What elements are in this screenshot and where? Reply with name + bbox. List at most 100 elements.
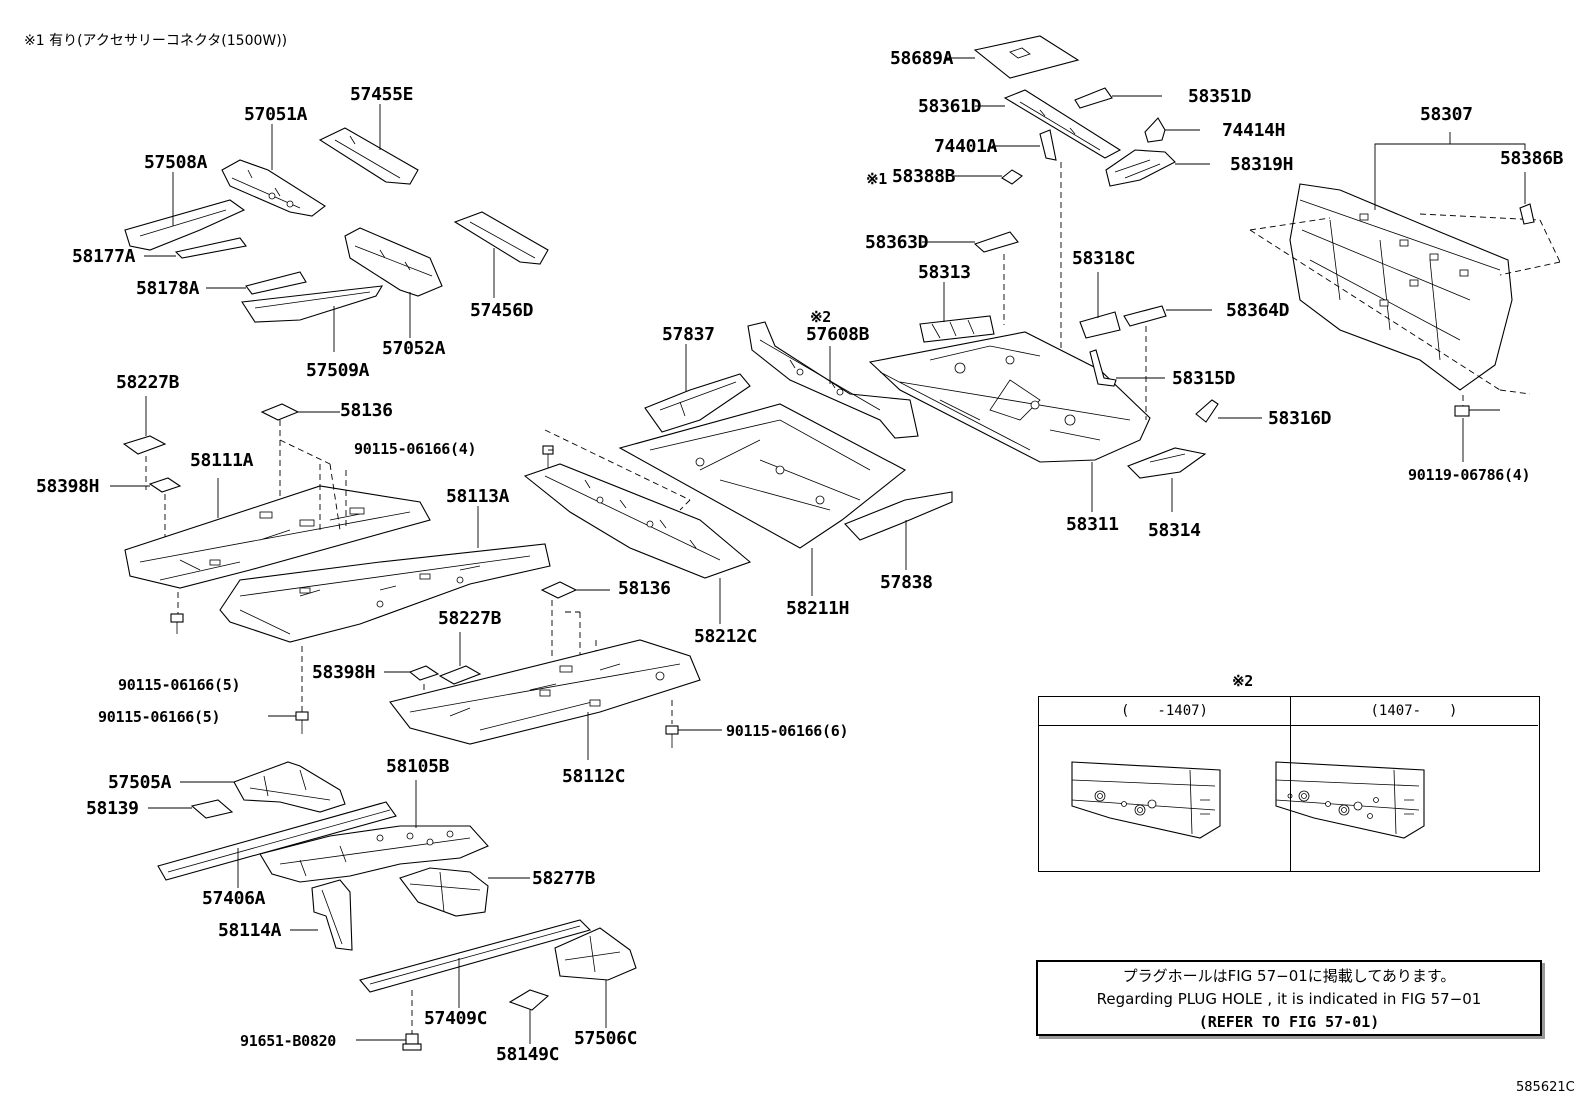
part-57837 — [644, 344, 751, 433]
label-58177A[interactable]: 58177A — [72, 246, 136, 267]
part-58311-floor-rear — [868, 331, 1151, 512]
label-57406A[interactable]: 57406A — [202, 888, 266, 909]
part-57455E — [318, 104, 419, 185]
label-58277B[interactable]: 58277B — [532, 868, 596, 889]
label-57456D[interactable]: 57456D — [470, 300, 534, 321]
part-58149C — [508, 989, 550, 1044]
label-58313[interactable]: 58313 — [918, 262, 971, 283]
part-58211H — [618, 403, 907, 596]
label-57052A[interactable]: 57052A — [382, 338, 446, 359]
part-58307-rear-panel — [1249, 132, 1561, 410]
label-58398H-b[interactable]: 58398H — [312, 662, 376, 683]
label-74414H[interactable]: 74414H — [1222, 120, 1286, 141]
label-57838[interactable]: 57838 — [880, 572, 933, 593]
part-57409C — [359, 919, 592, 1034]
variant-inset-box: ( -1407) (1407- ) — [1038, 696, 1540, 872]
label-58315D[interactable]: 58315D — [1172, 368, 1236, 389]
label-57608B[interactable]: 57608B — [806, 324, 870, 345]
part-58386B-clip — [1519, 172, 1535, 225]
part-58227B-a — [122, 396, 167, 490]
label-58311[interactable]: 58311 — [1066, 514, 1119, 535]
label-74401A[interactable]: 74401A — [934, 136, 998, 157]
part-58136-a — [260, 403, 340, 421]
mark-2: ※2 — [810, 308, 831, 326]
label-58386B[interactable]: 58386B — [1500, 148, 1564, 169]
label-58388B[interactable]: 58388B — [892, 166, 956, 187]
part-90115-bolt-4 — [542, 445, 554, 468]
label-58149C[interactable]: 58149C — [496, 1044, 560, 1065]
part-57838 — [844, 491, 953, 570]
part-90115-bolt-6 — [665, 700, 722, 748]
part-57508A — [124, 172, 246, 251]
part-57509A — [241, 285, 384, 352]
label-58211H[interactable]: 58211H — [786, 598, 850, 619]
part-58177A — [144, 237, 247, 259]
label-91651-B0820[interactable]: 91651-B0820 — [240, 1032, 337, 1050]
label-90115-06166-5b[interactable]: 90115-06166(5) — [98, 708, 221, 726]
label-57455E[interactable]: 57455E — [350, 84, 414, 105]
label-58314[interactable]: 58314 — [1148, 520, 1201, 541]
part-58114A — [290, 879, 353, 951]
label-57051A[interactable]: 57051A — [244, 104, 308, 125]
label-58212C[interactable]: 58212C — [694, 626, 758, 647]
reference-line-japanese: プラグホールはFIG 57−01に掲載してあります。 — [1122, 967, 1456, 985]
label-58398H-a[interactable]: 58398H — [36, 476, 100, 497]
part-58689A — [945, 35, 1080, 79]
label-58114A[interactable]: 58114A — [218, 920, 282, 941]
part-74414H — [1144, 117, 1200, 143]
label-57505A[interactable]: 57505A — [108, 772, 172, 793]
part-58111A-floor — [124, 420, 431, 614]
part-58363D — [922, 231, 1019, 325]
part-58113A-floor — [219, 506, 551, 712]
label-58111A[interactable]: 58111A — [190, 450, 254, 471]
part-57052A — [344, 227, 443, 338]
dashed-guides-middle — [544, 429, 691, 511]
plug-hole-reference-box: プラグホールはFIG 57−01に掲載してあります。 Regarding PLU… — [1036, 960, 1542, 1036]
label-58364D[interactable]: 58364D — [1226, 300, 1290, 321]
label-58136-b[interactable]: 58136 — [618, 578, 671, 599]
label-58689A[interactable]: 58689A — [890, 48, 954, 69]
part-90119-bolt — [1454, 405, 1500, 462]
part-58351D — [1074, 87, 1162, 109]
part-90115-bolt-5b — [268, 711, 309, 734]
label-57508A[interactable]: 57508A — [144, 152, 208, 173]
mark-1: ※1 — [866, 170, 887, 188]
inset-header-right: (1407- ) — [1290, 697, 1538, 726]
part-58277B — [399, 867, 530, 917]
label-58361D[interactable]: 58361D — [918, 96, 982, 117]
label-58363D[interactable]: 58363D — [865, 232, 929, 253]
label-58227B-a[interactable]: 58227B — [116, 372, 180, 393]
label-58307[interactable]: 58307 — [1420, 104, 1473, 125]
part-90115-bolt-5a — [170, 613, 184, 634]
inset-mark-2: ※2 — [1232, 672, 1253, 690]
label-90115-06166-5a[interactable]: 90115-06166(5) — [118, 676, 241, 694]
part-58319H — [1105, 149, 1210, 187]
part-58388B — [952, 169, 1023, 185]
part-57406A — [157, 801, 397, 888]
label-57409C[interactable]: 57409C — [424, 1008, 488, 1029]
label-58227B-b[interactable]: 58227B — [438, 608, 502, 629]
label-58351D[interactable]: 58351D — [1188, 86, 1252, 107]
label-57837[interactable]: 57837 — [662, 324, 715, 345]
reference-line-english: Regarding PLUG HOLE , it is indicated in… — [1096, 990, 1482, 1008]
label-90115-06166-6[interactable]: 90115-06166(6) — [726, 722, 849, 740]
label-58139[interactable]: 58139 — [86, 798, 139, 819]
label-58178A[interactable]: 58178A — [136, 278, 200, 299]
label-58105B[interactable]: 58105B — [386, 756, 450, 777]
label-90115-06166-4[interactable]: 90115-06166(4) — [354, 440, 477, 458]
label-90119-06786[interactable]: 90119-06786(4) — [1408, 466, 1531, 484]
label-58112C[interactable]: 58112C — [562, 766, 626, 787]
label-58113A[interactable]: 58113A — [446, 486, 510, 507]
label-58316D[interactable]: 58316D — [1268, 408, 1332, 429]
inset-left-drawing — [1071, 761, 1221, 839]
label-58136-a[interactable]: 58136 — [340, 400, 393, 421]
label-58319H[interactable]: 58319H — [1230, 154, 1294, 175]
part-58318C — [1079, 272, 1121, 339]
figure-code: 585621C — [1516, 1080, 1575, 1095]
part-58314 — [1127, 447, 1207, 512]
label-57509A[interactable]: 57509A — [306, 360, 370, 381]
label-58318C[interactable]: 58318C — [1072, 248, 1136, 269]
label-57506C[interactable]: 57506C — [574, 1028, 638, 1049]
